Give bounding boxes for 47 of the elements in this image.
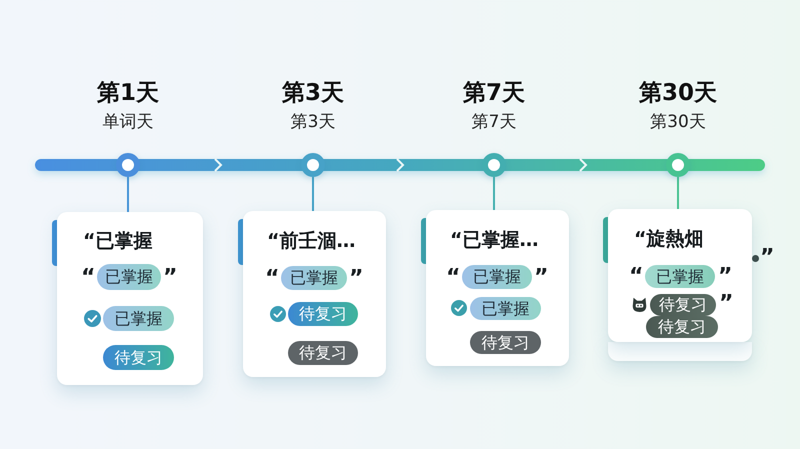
status-tag: 待复习 bbox=[103, 345, 174, 370]
quote-mark: ” bbox=[534, 267, 548, 289]
milestone-ring bbox=[116, 153, 140, 177]
day-subtitle: 单词天 bbox=[102, 112, 154, 132]
quote-mark: “ bbox=[81, 267, 96, 289]
timeline-card bbox=[608, 209, 752, 342]
status-tag: 已掌握 bbox=[462, 265, 532, 289]
quote-mark: “ bbox=[629, 266, 644, 288]
day-subtitle: 第3天 bbox=[290, 112, 336, 132]
day-title: 第3天 bbox=[282, 80, 344, 108]
connector-line bbox=[677, 177, 679, 209]
day-title: 第30天 bbox=[639, 80, 717, 108]
quote-mark: ” bbox=[718, 266, 732, 288]
day-title: 第1天 bbox=[97, 80, 159, 108]
card-heading: “已掌握 bbox=[83, 230, 152, 253]
milestone-ring bbox=[666, 153, 690, 177]
status-tag: 待复习 bbox=[646, 316, 718, 338]
status-tag: 待复习 bbox=[650, 294, 716, 316]
quote-mark: ” bbox=[349, 268, 364, 290]
card-heading: “前壬涸… bbox=[267, 230, 356, 253]
card-heading: “已掌握… bbox=[450, 229, 538, 252]
day-subtitle: 第7天 bbox=[472, 112, 516, 132]
status-tag: 已掌握 bbox=[103, 306, 174, 331]
card-heading: “旋熱畑 bbox=[634, 228, 704, 251]
timeline-card bbox=[243, 211, 386, 377]
status-tag: 已掌握 bbox=[645, 265, 715, 288]
status-tag: 已掌握 bbox=[97, 264, 161, 290]
milestone-ring bbox=[482, 153, 506, 177]
timeline-card bbox=[426, 210, 569, 366]
connector-line bbox=[312, 177, 314, 211]
quote-mark: ” bbox=[719, 293, 734, 315]
day-title: 第7天 bbox=[463, 80, 525, 108]
quote-mark: “ bbox=[446, 267, 460, 289]
status-tag: 待复习 bbox=[288, 341, 358, 365]
day-subtitle: 第30天 bbox=[650, 112, 706, 132]
quote-mark: “ bbox=[265, 268, 280, 290]
status-tag: 待复习 bbox=[288, 302, 358, 326]
connector-line bbox=[127, 177, 129, 212]
quote-mark: ” bbox=[760, 247, 774, 269]
quote-mark: ” bbox=[163, 267, 178, 289]
status-tag: 已掌握 bbox=[470, 297, 541, 320]
timeline-card bbox=[57, 212, 203, 385]
status-tag: 已掌握 bbox=[281, 266, 347, 290]
milestone-ring bbox=[301, 153, 325, 177]
stacked-card bbox=[608, 342, 752, 361]
status-tag: 待复习 bbox=[470, 331, 541, 354]
connector-line bbox=[493, 177, 495, 210]
